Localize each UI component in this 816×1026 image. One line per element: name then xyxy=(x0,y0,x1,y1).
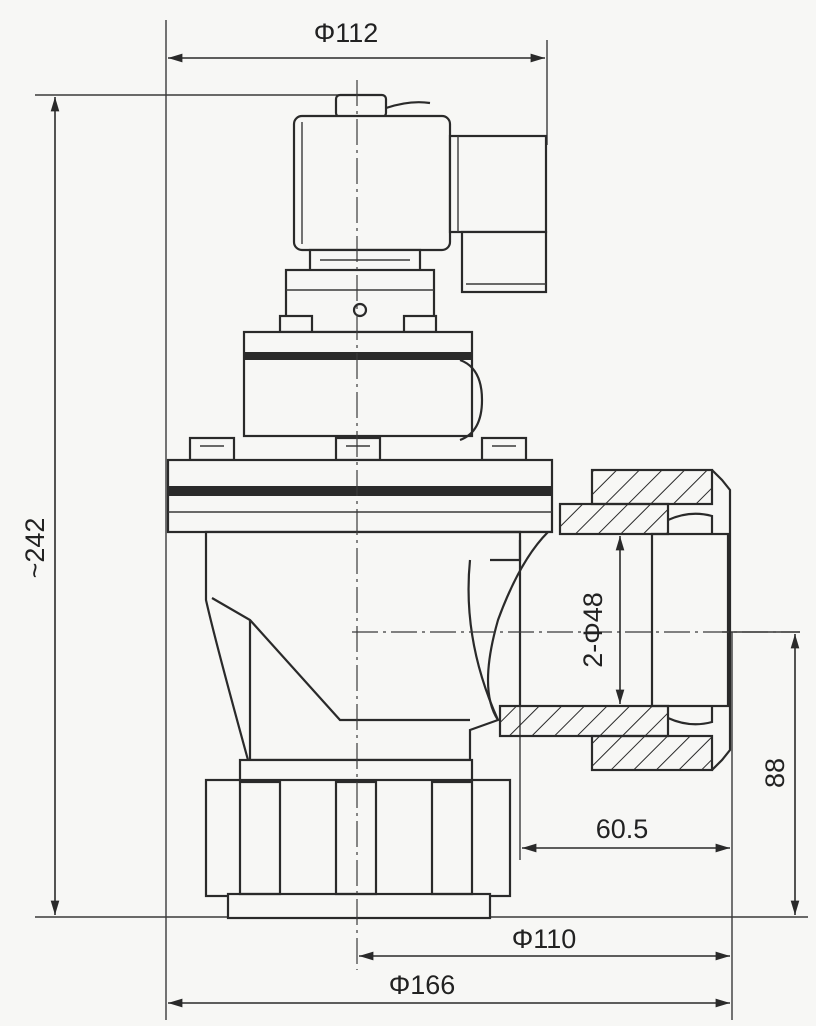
base-nut xyxy=(204,758,512,920)
pilot-head xyxy=(278,248,438,334)
dimension-labels: Φ112 ~242 2-Φ48 88 60.5 Φ110 Φ166 xyxy=(20,18,790,1000)
dim-label-height: ~242 xyxy=(20,518,50,579)
dim-label-d-top: Φ112 xyxy=(314,18,379,48)
dimension-lines xyxy=(50,53,800,1008)
outlet-port xyxy=(498,468,732,772)
upper-cover xyxy=(188,330,528,462)
dim-label-offset-height: 88 xyxy=(760,758,790,788)
dim-label-port-depth: 60.5 xyxy=(596,814,649,844)
valve-body xyxy=(204,530,551,762)
centerlines xyxy=(352,80,800,970)
dim-label-d-overall: Φ166 xyxy=(389,970,456,1000)
dim-label-d-base-half: Φ110 xyxy=(512,924,577,954)
main-flange xyxy=(166,458,554,534)
dim-label-port: 2-Φ48 xyxy=(578,592,608,668)
